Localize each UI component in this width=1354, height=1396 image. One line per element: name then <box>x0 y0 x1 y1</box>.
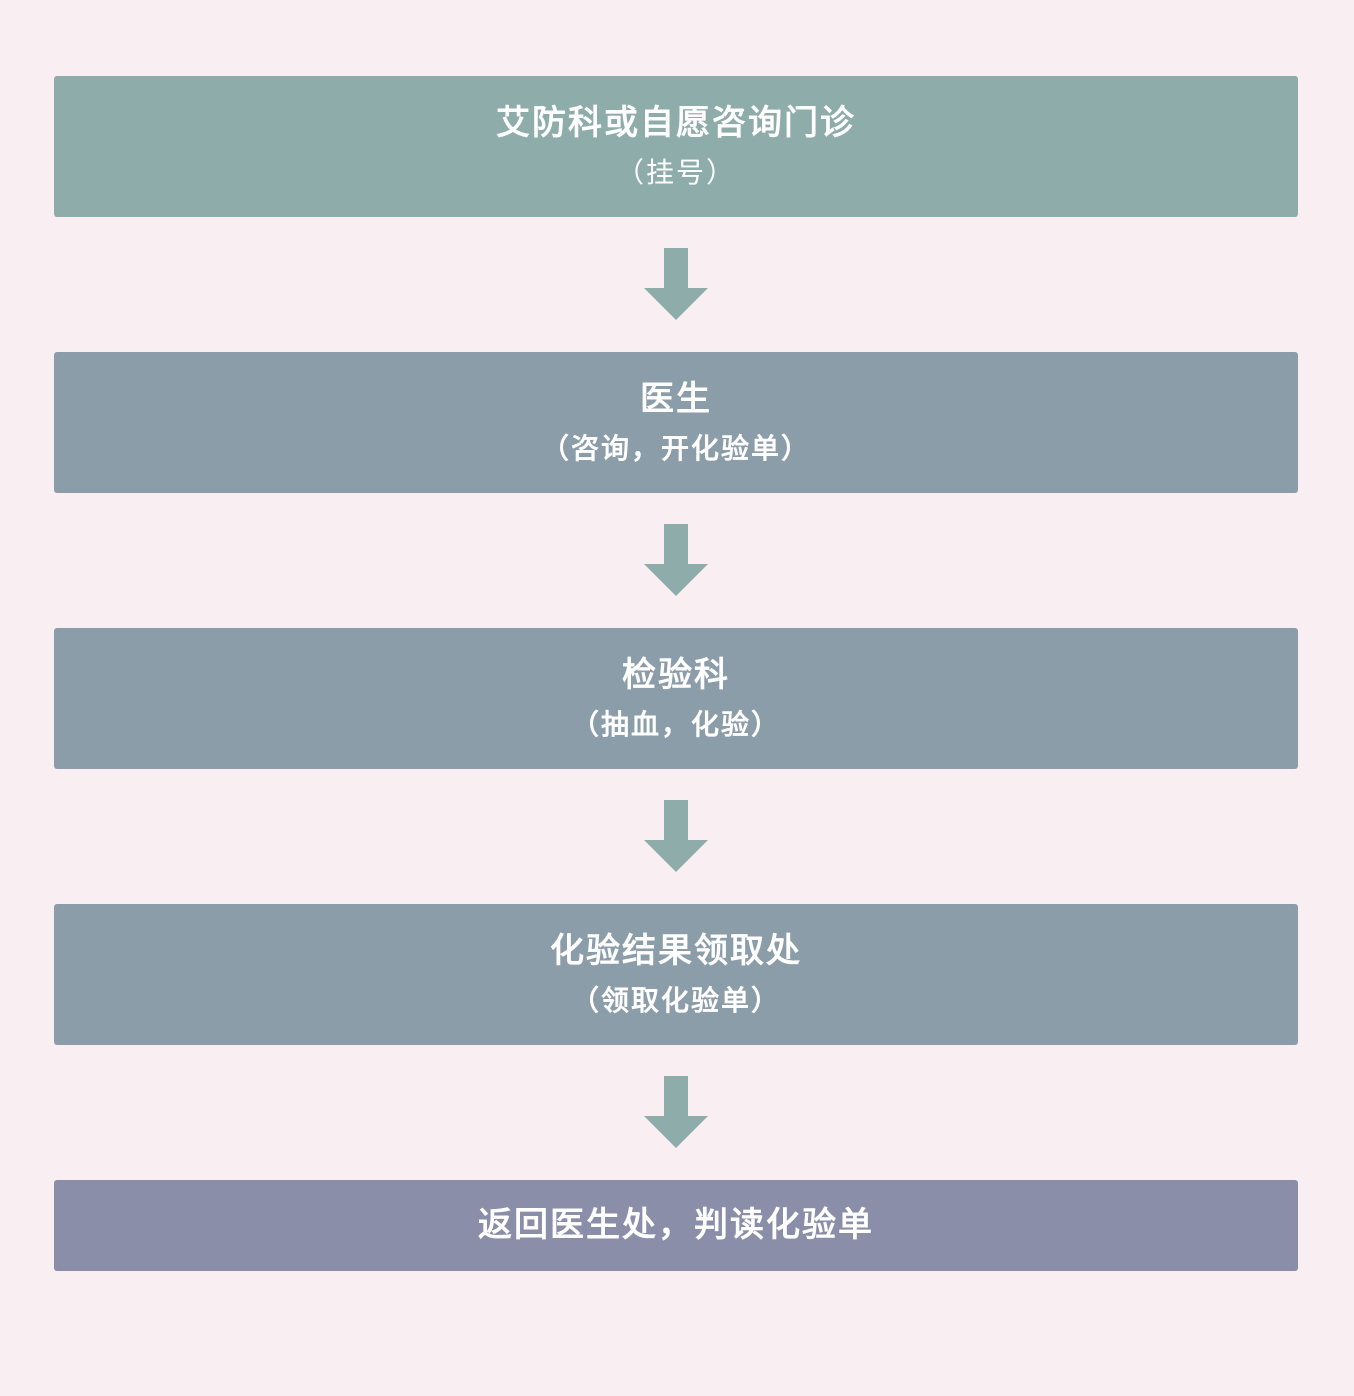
arrow-down-icon <box>644 800 708 872</box>
step-title: 化验结果领取处 <box>550 931 802 972</box>
step-subtitle: （领取化验单） <box>570 984 781 1018</box>
step-title: 检验科 <box>622 655 730 696</box>
step-lab: 检验科 （抽血，化验） <box>54 628 1298 769</box>
step-results-pickup: 化验结果领取处 （领取化验单） <box>54 904 1298 1045</box>
step-subtitle: （挂号） <box>615 156 736 190</box>
step-title: 艾防科或自愿咨询门诊 <box>496 103 856 144</box>
arrow-down-icon <box>644 524 708 596</box>
step-registration: 艾防科或自愿咨询门诊 （挂号） <box>54 76 1298 217</box>
step-title: 医生 <box>640 379 712 420</box>
step-return-doctor: 返回医生处，判读化验单 <box>54 1180 1298 1271</box>
step-subtitle: （咨询，开化验单） <box>540 432 811 466</box>
arrow-down-icon <box>644 248 708 320</box>
step-doctor: 医生 （咨询，开化验单） <box>54 352 1298 493</box>
step-subtitle: （抽血，化验） <box>570 708 781 742</box>
step-title: 返回医生处，判读化验单 <box>478 1205 874 1246</box>
arrow-down-icon <box>644 1076 708 1148</box>
